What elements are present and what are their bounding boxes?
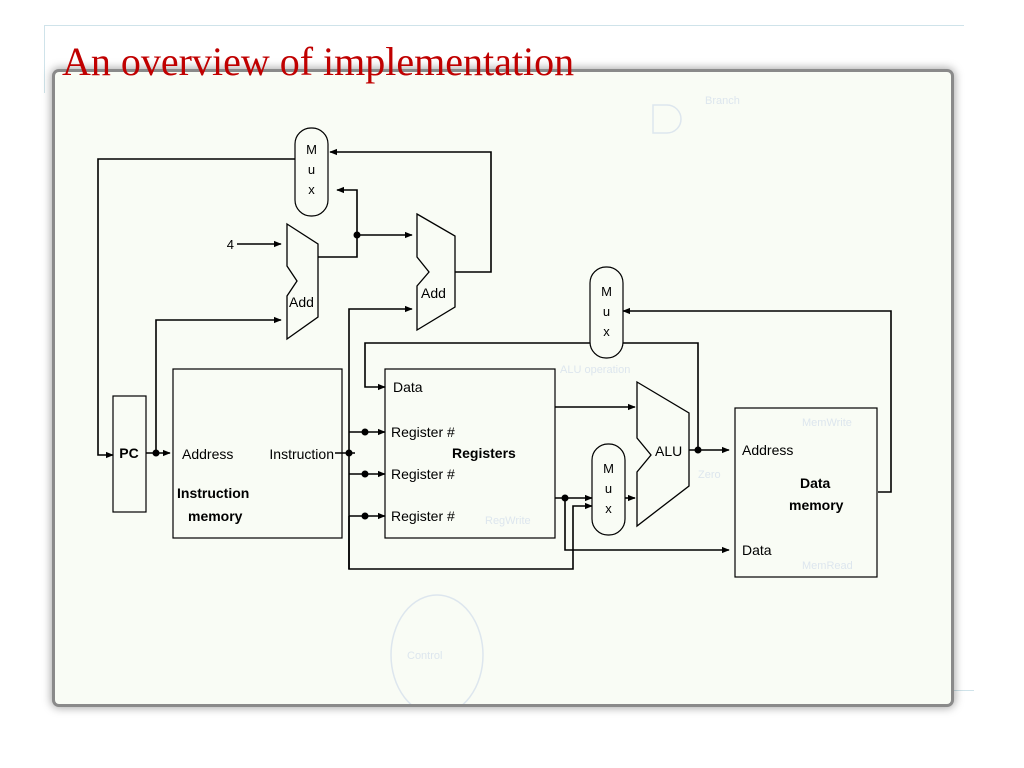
wire-instr-to-branch-add — [348, 305, 413, 453]
instruction-memory-title-2: memory — [188, 508, 243, 524]
faint-branch-label: Branch — [705, 95, 740, 107]
junction-dot — [694, 446, 702, 454]
branch-adder-label: Add — [421, 285, 446, 301]
registers-title: Registers — [452, 445, 516, 461]
instruction-memory-title: Instruction — [177, 485, 249, 501]
mux-letter: M — [603, 461, 614, 476]
faint-control-label: Control — [407, 650, 442, 662]
register-number-label: Register # — [391, 508, 455, 524]
wire-instr-to-mux — [348, 502, 593, 570]
wire-memory-to-mux — [622, 307, 892, 493]
faint-mem-write-label: MemWrite — [802, 417, 852, 429]
instruction-memory-instruction-label: Instruction — [269, 446, 334, 462]
faint-branch-gate — [652, 104, 682, 134]
pc-label: PC — [119, 445, 138, 461]
const-four-label: 4 — [227, 237, 234, 252]
alu-source-mux — [591, 443, 626, 536]
wire-alu-to-data-in — [364, 342, 699, 450]
slide-title: An overview of implementation — [62, 39, 575, 84]
instruction-memory-address-label: Address — [182, 446, 233, 462]
junction-dot — [152, 449, 160, 457]
pc-adder-label: Add — [289, 294, 314, 310]
faint-control-overlay: Branch ALU operation MemWrite Zero RegWr… — [390, 95, 853, 704]
wire-pc-to-add — [155, 316, 282, 453]
wires — [97, 148, 892, 570]
mux-letter: u — [605, 481, 612, 496]
mux-letter: x — [308, 182, 315, 197]
instruction-memory — [172, 368, 343, 539]
data-memory-address-label: Address — [742, 442, 793, 458]
faint-zero-label: Zero — [698, 469, 721, 481]
wire-branch-add-to-mux — [329, 148, 492, 273]
junction-dot — [353, 231, 361, 239]
bottom-rule — [940, 690, 974, 691]
alu — [636, 380, 690, 528]
figure-panel: Branch ALU operation MemWrite Zero RegWr… — [55, 72, 951, 704]
top-rule — [44, 25, 964, 26]
mux-letter: x — [603, 324, 610, 339]
pc-source-mux — [294, 127, 329, 217]
junction-dot — [361, 470, 369, 478]
faint-mem-read-label: MemRead — [802, 560, 853, 572]
junction-dot — [345, 449, 353, 457]
mux-letter: u — [603, 304, 610, 319]
data-memory-title: Data — [800, 475, 831, 491]
mux-letter: u — [308, 162, 315, 177]
mux-letter: x — [605, 501, 612, 516]
mux-letter: M — [601, 284, 612, 299]
registers-data-label: Data — [393, 379, 423, 395]
data-memory-title-2: memory — [789, 497, 844, 513]
write-back-mux — [589, 266, 624, 359]
datapath-diagram: Branch ALU operation MemWrite Zero RegWr… — [97, 95, 892, 704]
branch-adder — [416, 212, 456, 332]
register-number-label: Register # — [391, 466, 455, 482]
mux-letter: M — [306, 142, 317, 157]
junction-dot — [361, 512, 369, 520]
alu-label: ALU — [655, 443, 682, 459]
wire-mux-to-pc — [97, 158, 295, 459]
wire-add-to-mux — [318, 186, 358, 258]
data-memory-data-label: Data — [742, 542, 772, 558]
pc-register — [112, 395, 147, 513]
register-number-label: Register # — [391, 424, 455, 440]
junction-dot — [561, 494, 569, 502]
wire-reg-to-data — [564, 498, 730, 554]
junction-dot — [361, 428, 369, 436]
faint-reg-write-label: RegWrite — [485, 515, 531, 527]
left-rule — [44, 25, 45, 93]
pc-adder — [286, 222, 319, 341]
faint-alu-operation-label: ALU operation — [560, 364, 630, 376]
junction-dots — [152, 231, 702, 520]
data-memory — [734, 407, 878, 578]
register-file — [384, 368, 556, 539]
faint-control-ellipse — [390, 594, 484, 704]
